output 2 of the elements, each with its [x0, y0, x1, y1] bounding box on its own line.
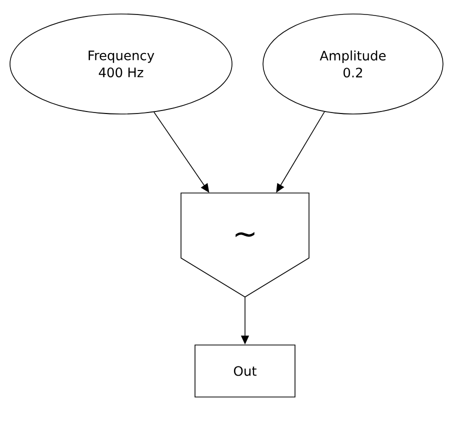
output-box: Out — [194, 344, 296, 398]
oscillator-block: ~ — [180, 192, 310, 298]
